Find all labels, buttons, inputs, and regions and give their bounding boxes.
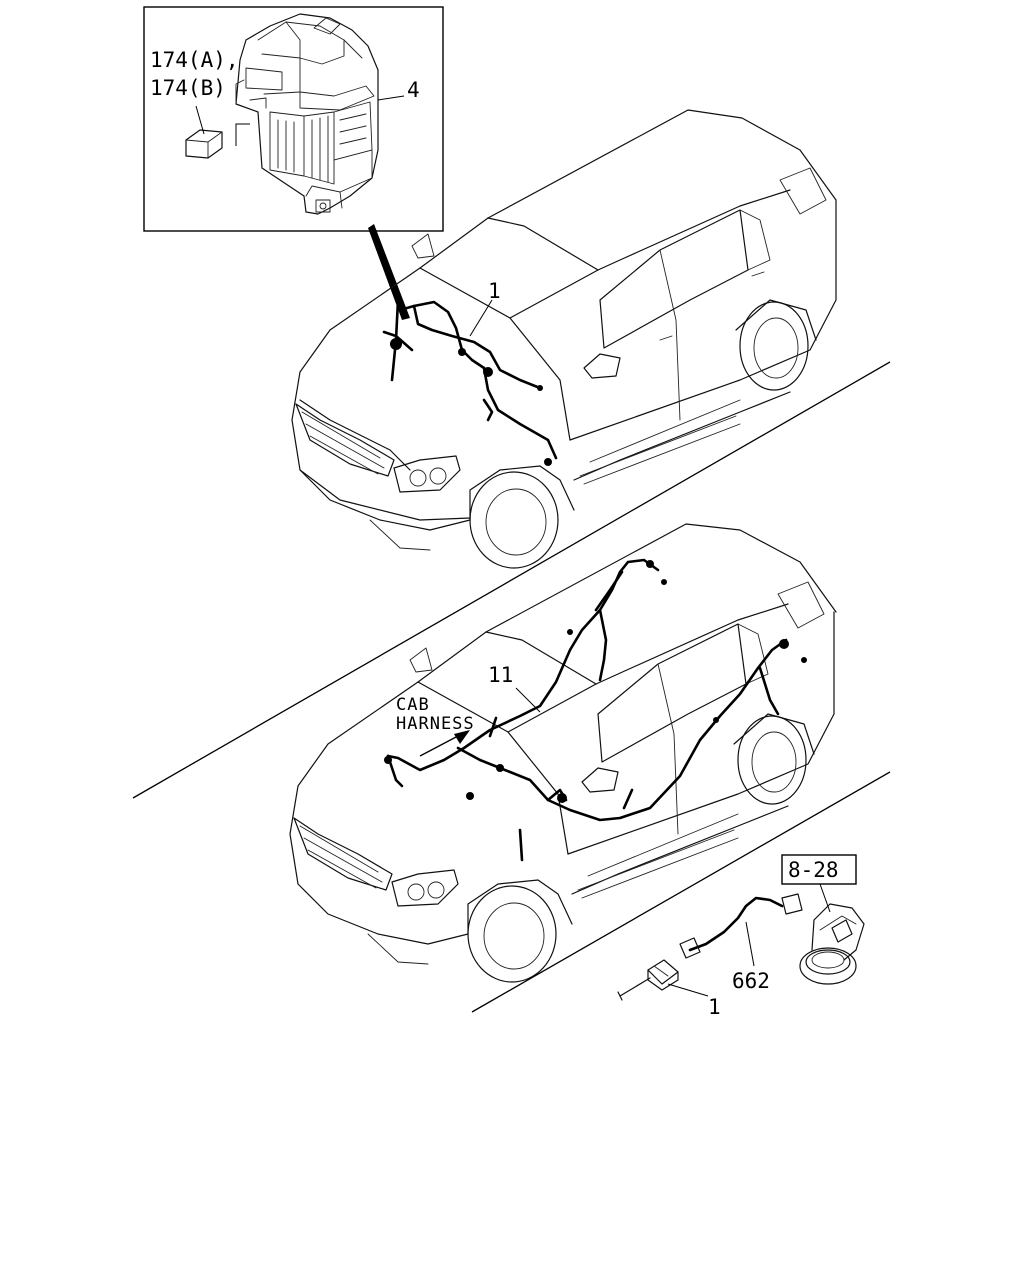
separator-line-lower	[471, 771, 891, 1013]
main-harness-upper	[382, 298, 558, 466]
vehicle-body-outline-lower	[289, 233, 837, 983]
vehicle-upper: 1	[291, 109, 837, 569]
leader-662	[745, 921, 755, 967]
inset-pointer	[368, 224, 410, 320]
reference-box-8-28: 8-28	[781, 854, 857, 885]
leader-junction-block	[377, 95, 405, 101]
separator-line-upper	[132, 361, 891, 799]
callout-1-top: 1	[488, 279, 501, 303]
callout-662: 662	[732, 969, 770, 993]
junction-block-inset: 174(A), 174(B) 4	[143, 6, 444, 320]
leader-relay-socket	[235, 123, 250, 146]
ring-sensor-assembly	[799, 883, 865, 985]
callout-1-bottom: 1	[708, 995, 721, 1019]
leader-8-28	[819, 883, 831, 913]
cab-harness-arrow	[419, 730, 470, 757]
vehicle-body-outline	[291, 109, 837, 569]
callout-11: 11	[488, 663, 513, 687]
leader-main-harness-top	[469, 299, 493, 337]
main-harness-connector: 1	[617, 959, 721, 1019]
cab-harness	[384, 558, 807, 862]
reference-label: 8-28	[788, 858, 839, 882]
callout-174a: 174(A),	[150, 48, 239, 72]
cab-harness-label-line1: CAB	[396, 695, 430, 715]
relay-174	[185, 129, 223, 159]
leader-cab-harness	[515, 687, 541, 713]
junction-block-drawing	[235, 13, 379, 215]
vehicle-lower: 11 CAB HARNESS	[289, 233, 837, 983]
callout-174b: 174(B)	[150, 76, 226, 100]
callout-4: 4	[407, 78, 420, 102]
leader-relay	[195, 105, 205, 135]
cab-harness-label-line2: HARNESS	[396, 714, 475, 734]
sub-harness-662: 662	[679, 893, 803, 993]
leader-main-harness-bottom	[667, 983, 709, 997]
